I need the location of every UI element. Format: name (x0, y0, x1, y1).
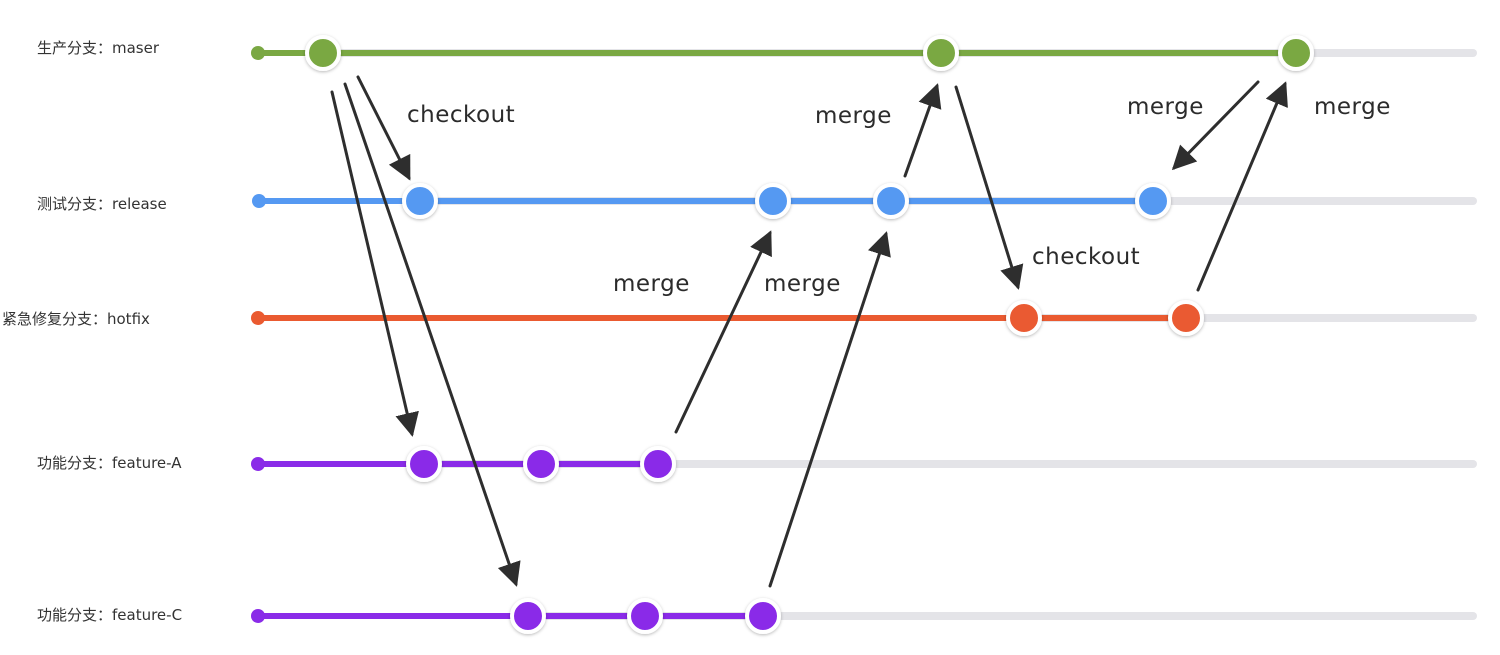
commit-feature-c-3 (745, 598, 781, 634)
branch-release: 测试分支：release (37, 183, 1477, 219)
arrow-merge-master-release (1171, 80, 1260, 171)
arrow-merge-hotfix-master (1196, 81, 1288, 292)
commit-feature-a-2 (523, 446, 559, 482)
commit-release-2 (755, 183, 791, 219)
branch-start-dot-release (252, 194, 266, 208)
branch-feature-c: 功能分支：feature-C (37, 598, 1477, 634)
branch-feature-a: 功能分支：feature-A (37, 446, 1477, 482)
branch-label-master: 生产分支：maser (37, 39, 160, 57)
arrow-merge-release-master (903, 83, 942, 178)
commit-hotfix-2 (1168, 300, 1204, 336)
commit-release-3 (873, 183, 909, 219)
branch-start-dot-master (251, 46, 265, 60)
arrow-checkout-master-release (356, 75, 411, 181)
label-merge-hotfix-master: merge (1314, 94, 1391, 120)
commit-release-4 (1135, 183, 1171, 219)
branch-start-dot-feature-c (251, 609, 265, 623)
label-merge-feature-a-release: merge (613, 271, 690, 297)
label-checkout-master-hotfix: checkout (1032, 244, 1140, 270)
arrow-merge-feature-c-release (768, 231, 891, 588)
arrow-checkout-master-feature-a (330, 90, 419, 437)
commit-master-2 (923, 35, 959, 71)
branch-label-feature-c: 功能分支：feature-C (37, 606, 182, 624)
commit-master-1 (305, 35, 341, 71)
commit-feature-a-3 (640, 446, 676, 482)
branch-label-hotfix: 紧急修复分支：hotfix (2, 310, 150, 328)
label-merge-master-release: merge (1127, 94, 1204, 120)
arrow-merge-feature-a-release (674, 230, 772, 434)
commit-release-1 (402, 183, 438, 219)
branch-hotfix: 紧急修复分支：hotfix (2, 300, 1477, 336)
label-checkout-master-release: checkout (407, 102, 515, 128)
branch-start-dot-feature-a (251, 457, 265, 471)
action-labels: checkout merge merge merge checkout merg… (407, 94, 1391, 297)
commit-master-3 (1278, 35, 1314, 71)
arrow-checkout-master-feature-c (343, 82, 521, 587)
branch-label-release: 测试分支：release (37, 195, 167, 213)
branch-master: 生产分支：maser (37, 35, 1477, 71)
arrow-checkout-master-hotfix (954, 85, 1024, 290)
action-arrows (330, 75, 1288, 588)
commit-hotfix-1 (1006, 300, 1042, 336)
commit-feature-c-1 (510, 598, 546, 634)
label-merge-feature-c-release: merge (764, 271, 841, 297)
commit-feature-c-2 (627, 598, 663, 634)
commit-feature-a-1 (406, 446, 442, 482)
label-merge-release-master: merge (815, 103, 892, 129)
branch-label-feature-a: 功能分支：feature-A (37, 454, 182, 472)
branch-start-dot-hotfix (251, 311, 265, 325)
